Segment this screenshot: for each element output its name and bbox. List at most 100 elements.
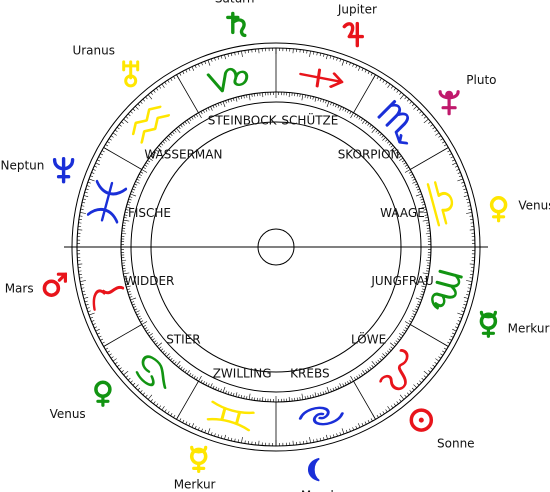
degree-tick: [230, 392, 232, 396]
degree-tick: [350, 112, 354, 119]
planet-label: Jupiter: [337, 2, 377, 16]
degree-tick: [354, 113, 357, 117]
degree-tick: [307, 95, 309, 99]
degree-tick: [137, 387, 141, 391]
degree-tick: [309, 437, 311, 444]
degree-tick: [396, 90, 399, 93]
degree-tick: [130, 193, 137, 197]
degree-tick: [317, 393, 320, 397]
degree-tick: [197, 63, 200, 67]
degree-tick: [152, 338, 155, 341]
degree-tick: [379, 357, 382, 361]
sign-glyph-stroke: [92, 285, 125, 311]
jupiter-icon: [342, 21, 364, 48]
degree-tick: [463, 188, 467, 190]
degree-tick: [124, 280, 128, 283]
degree-tick: [162, 350, 166, 353]
degree-tick: [381, 135, 384, 138]
degree-tick: [379, 133, 382, 137]
degree-tick: [243, 395, 245, 399]
degree-tick: [390, 405, 394, 409]
mars-icon: [42, 272, 68, 297]
degree-tick: [349, 379, 352, 383]
degree-tick: [140, 171, 144, 174]
degree-tick: [468, 208, 472, 210]
degree-tick: [330, 388, 332, 392]
degree-tick: [205, 382, 208, 386]
sign-label: JUNGFRAU: [370, 274, 433, 288]
degree-tick: [452, 328, 457, 332]
degree-tick: [369, 124, 372, 128]
degree-tick: [188, 423, 191, 426]
degree-tick: [107, 141, 110, 144]
degree-tick: [81, 287, 85, 289]
sun-icon-dot: [418, 417, 424, 423]
degree-tick: [399, 94, 405, 100]
degree-tick: [133, 306, 137, 308]
zodiac-sectors: [77, 48, 475, 446]
degree-tick: [116, 364, 120, 368]
degree-tick: [440, 353, 444, 356]
degree-tick: [155, 403, 159, 407]
degree-tick: [424, 280, 428, 283]
degree-tick: [466, 198, 470, 200]
degree-tick: [370, 72, 373, 76]
degree-tick: [466, 212, 473, 214]
degree-tick: [172, 131, 175, 135]
degree-tick: [167, 411, 170, 415]
degree-tick: [421, 113, 425, 117]
degree-tick: [110, 356, 114, 359]
degree-tick: [86, 307, 90, 309]
degree-tick: [419, 111, 422, 114]
sign-label: SCHÜTZE: [281, 112, 338, 128]
degree-tick: [404, 321, 411, 325]
degree-tick: [382, 79, 385, 83]
degree-tick: [101, 341, 105, 344]
uranus-icon-stroke: [122, 60, 140, 80]
degree-tick: [188, 68, 191, 71]
degree-tick: [466, 280, 473, 282]
degree-tick: [80, 284, 84, 286]
degree-tick: [92, 323, 96, 326]
degree-tick: [144, 164, 148, 167]
degree-tick: [158, 85, 162, 89]
degree-tick: [246, 94, 248, 98]
degree-tick: [371, 128, 376, 134]
degree-tick: [124, 278, 128, 280]
degree-tick: [422, 272, 429, 275]
degree-tick: [411, 103, 415, 107]
planet-label: Uranus: [72, 44, 115, 58]
degree-tick: [168, 356, 171, 359]
degree-tick: [312, 394, 314, 398]
degree-tick: [390, 346, 394, 349]
degree-tick: [466, 201, 470, 204]
degree-tick: [415, 306, 419, 308]
sign-glyph-sagittarius: [299, 68, 344, 88]
degree-tick: [406, 166, 410, 169]
degree-tick: [227, 437, 229, 441]
degree-tick: [424, 278, 428, 280]
degree-tick: [355, 425, 358, 429]
degree-tick: [464, 300, 468, 303]
sign-glyph-libra: [426, 181, 454, 227]
degree-tick: [167, 79, 170, 83]
degree-tick: [416, 303, 420, 306]
degree-tick: [467, 287, 471, 289]
degree-tick: [458, 175, 462, 178]
degree-tick: [201, 62, 203, 66]
degree-tick: [403, 162, 407, 165]
degree-tick: [127, 291, 131, 293]
sign-glyph-stroke: [86, 179, 128, 224]
degree-tick: [325, 390, 327, 394]
degree-tick: [217, 103, 220, 107]
degree-tick: [234, 52, 236, 56]
degree-tick: [336, 433, 338, 437]
degree-tick: [94, 165, 98, 168]
sign-glyph-stroke: [298, 406, 344, 426]
degree-tick: [414, 308, 418, 311]
degree-tick: [428, 370, 431, 373]
degree-tick: [170, 133, 173, 137]
degree-tick: [200, 111, 203, 115]
degree-ticks: [77, 48, 475, 446]
